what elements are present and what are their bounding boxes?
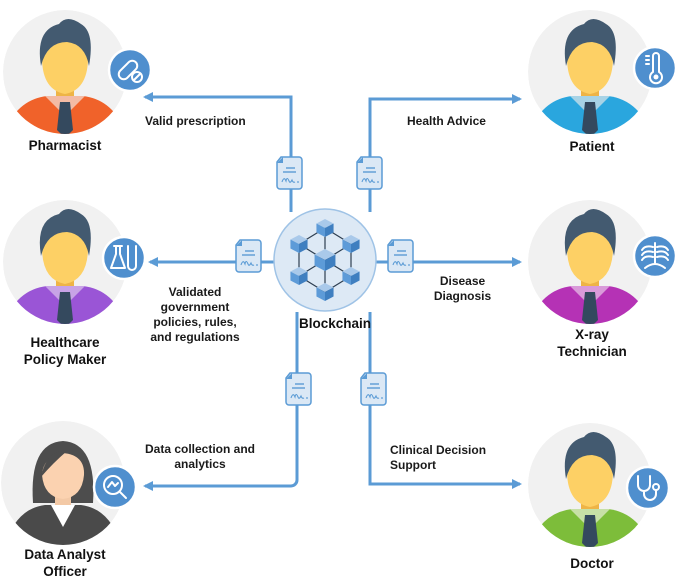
flow-label-policy-maker: Validated government policies, rules, an… xyxy=(140,285,250,345)
actor-name-line: X-ray xyxy=(575,327,609,342)
actor-doctor xyxy=(528,423,671,547)
center-label: Blockchain xyxy=(298,316,372,331)
flow-label-line: Data collection and xyxy=(144,442,256,456)
actor-name-pharmacist: Pharmacist xyxy=(28,138,102,153)
ribcage-xray-icon xyxy=(632,233,678,279)
signed-document-icon xyxy=(276,156,303,190)
cube xyxy=(290,267,308,285)
signed-document-icon xyxy=(235,239,262,273)
flow-label-line: Clinical Decision xyxy=(390,443,487,457)
flow-label-line: Disease xyxy=(439,274,486,288)
actor-name-patient: Patient xyxy=(569,139,615,154)
flow-line-doctor xyxy=(368,312,522,489)
flow-label-line: policies, rules, xyxy=(153,315,237,329)
cube xyxy=(342,235,360,253)
flow-label-line: Validated xyxy=(168,285,222,299)
actor-pharmacist xyxy=(3,10,153,134)
actor-name-data-analyst: Data Analyst Officer xyxy=(0,546,130,580)
signed-document-icon xyxy=(356,156,383,190)
actor-name-line: Officer xyxy=(43,564,87,579)
analytics-magnifier-icon xyxy=(92,464,138,510)
blockchain-cubes-icon xyxy=(290,219,360,301)
cube xyxy=(316,283,334,301)
actor-name-line: Data Analyst xyxy=(24,547,106,562)
cube xyxy=(342,267,360,285)
flow-label-doctor: Clinical Decision Support xyxy=(390,443,500,473)
actor-policy-maker xyxy=(3,200,147,324)
flow-label-line: and regulations xyxy=(150,330,240,344)
actor-name-doctor: Doctor xyxy=(570,556,614,571)
flow-label-line: Support xyxy=(390,458,436,472)
pills-icon xyxy=(107,47,153,93)
flow-label-line: government xyxy=(160,300,230,314)
actor-xray-technician xyxy=(528,200,678,324)
signed-document-icon xyxy=(387,239,414,273)
flow-line-data-analyst xyxy=(143,312,299,491)
cube xyxy=(316,219,334,237)
lab-flasks-icon xyxy=(101,235,147,281)
actor-name-line: Technician xyxy=(557,344,627,359)
cube xyxy=(314,249,336,271)
flow-label-pharmacist: Valid prescription xyxy=(145,114,246,128)
avatar xyxy=(3,10,127,134)
actor-name-line: Healthcare xyxy=(30,335,100,350)
signed-document-icon xyxy=(285,372,312,406)
actor-name-line: Policy Maker xyxy=(23,352,107,367)
flow-label-line: Diagnosis xyxy=(433,289,492,303)
flow-label-data-analyst: Data collection and analytics xyxy=(140,442,260,472)
flow-label-patient: Health Advice xyxy=(407,114,486,128)
actor-name-policy-maker: Healthcare Policy Maker xyxy=(0,334,130,368)
flow-label-line: analytics xyxy=(174,457,226,471)
thermometer-icon xyxy=(632,45,678,91)
actor-patient xyxy=(528,10,678,134)
stethoscope-icon xyxy=(625,465,671,511)
actor-data-analyst xyxy=(1,421,138,545)
avatar xyxy=(528,10,652,134)
flow-label-xray: Disease Diagnosis xyxy=(425,274,500,304)
blockchain-hub xyxy=(273,208,377,312)
avatar xyxy=(528,200,652,324)
signed-document-icon xyxy=(360,372,387,406)
actor-name-xray-technician: X-ray Technician xyxy=(532,326,652,360)
cube xyxy=(290,235,308,253)
